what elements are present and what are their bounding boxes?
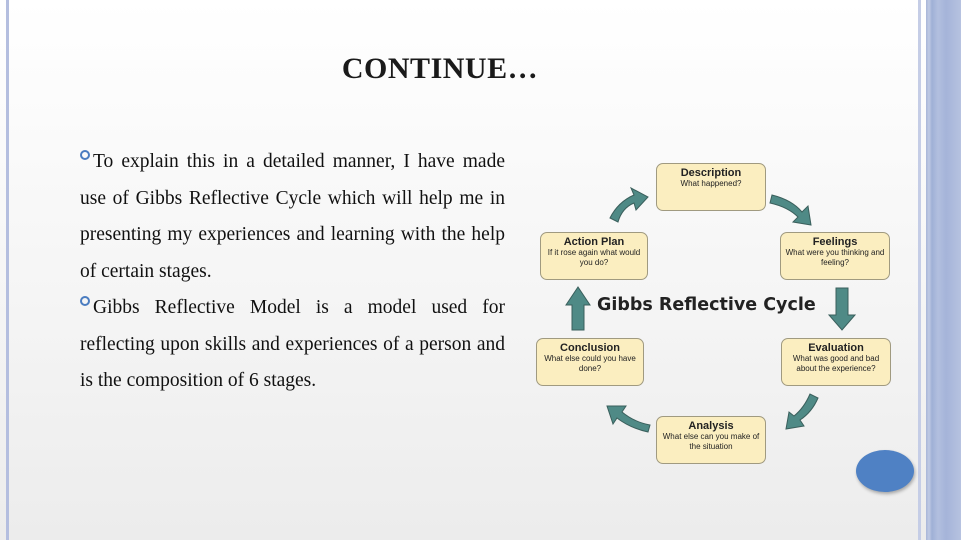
- arrow-icon: [606, 405, 651, 433]
- bullet-circle-icon: [80, 150, 90, 160]
- blue-oval-shape: [856, 450, 914, 492]
- arrow-icon: [785, 393, 819, 430]
- arrow-icon: [609, 186, 649, 223]
- slide-body: To explain this in a detailed manner, I …: [80, 144, 505, 400]
- bullet-item: To explain this in a detailed manner, I …: [80, 150, 505, 282]
- cycle-arrows: [565, 186, 857, 433]
- diagram-title: Gibbs Reflective Cycle: [597, 295, 816, 315]
- right-border-line: [918, 0, 921, 540]
- left-border-bar: [6, 0, 9, 540]
- right-border-band: [926, 0, 961, 540]
- arrow-icon: [769, 194, 812, 226]
- bullet-item: Gibbs Reflective Model is a model used f…: [80, 296, 505, 391]
- bullet-circle-icon: [80, 296, 90, 306]
- slide-title: CONTINUE…: [341, 52, 539, 85]
- arrow-icon: [565, 286, 591, 331]
- arrow-icon: [827, 287, 857, 331]
